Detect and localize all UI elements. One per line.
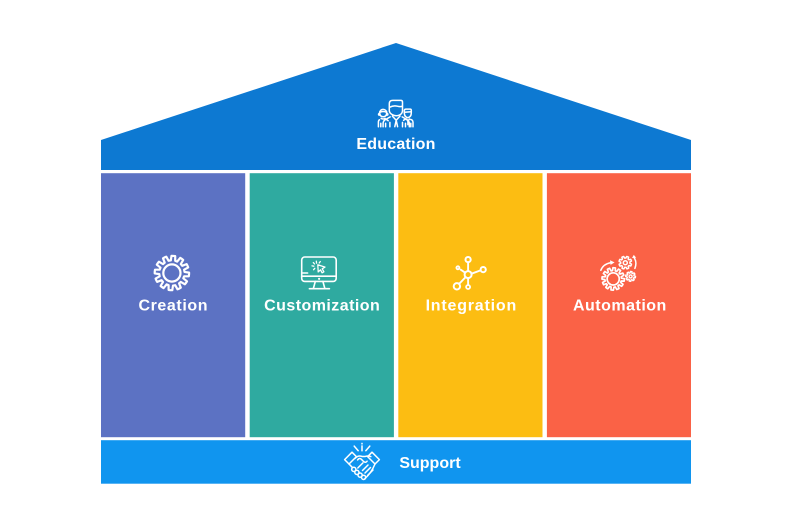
svg-text:Education: Education xyxy=(356,136,435,153)
svg-text:Support: Support xyxy=(399,455,461,472)
svg-text:Creation: Creation xyxy=(138,298,208,315)
svg-text:Customization: Customization xyxy=(264,298,380,315)
svg-text:Automation: Automation xyxy=(573,298,667,315)
svg-text:Integration: Integration xyxy=(426,298,517,315)
